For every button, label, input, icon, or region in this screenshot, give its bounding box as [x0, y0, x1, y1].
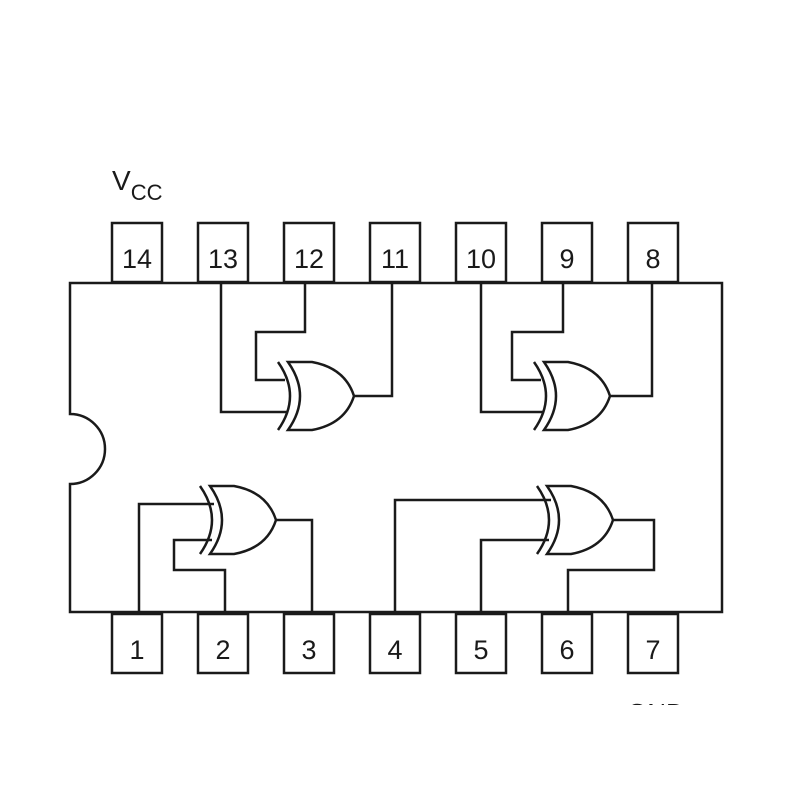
pin-12: 12: [282, 221, 336, 284]
pin-label: 14: [122, 244, 152, 274]
xor-gate-b: [479, 283, 654, 432]
vcc-label: VCC: [112, 165, 163, 205]
pin-label: 6: [559, 635, 574, 665]
vcc-main: V: [112, 165, 131, 196]
wire-pin11: [354, 283, 394, 398]
wire-pin10: [479, 283, 544, 414]
pin-label: 11: [381, 244, 409, 274]
wire-pin12: [254, 283, 307, 382]
pin-label: 2: [215, 635, 230, 665]
wire-pin3: [276, 518, 314, 612]
wire-pin6: [566, 518, 656, 612]
chip-body: [68, 281, 724, 614]
xor-gate-input-arc: [198, 485, 214, 555]
pin-14: 14: [110, 221, 164, 284]
xor-gate-input-arc: [535, 485, 551, 555]
pin-label: 4: [387, 635, 402, 665]
pin-9: 9: [540, 221, 594, 284]
pin-3: 3: [282, 612, 336, 675]
bottom-pin-row: 1 2 3 4 5 6 7: [110, 612, 680, 675]
xor-gate-body: [544, 484, 615, 556]
bottom-crop-mask: [0, 705, 800, 800]
pin-1: 1: [110, 612, 164, 675]
xor-gate-d: [393, 484, 656, 612]
wire-pin5: [479, 538, 549, 612]
pin-label: 8: [645, 244, 660, 274]
xor-gate-body: [541, 360, 612, 432]
xor-gate-input-arc: [276, 361, 292, 431]
pin-8: 8: [626, 221, 680, 284]
pin-11: 11: [368, 221, 422, 284]
pin-5: 5: [454, 612, 508, 675]
vcc-sub: CC: [131, 180, 163, 205]
xor-gate-input-arc: [532, 361, 548, 431]
pin-7: 7: [626, 612, 680, 675]
pin-13: 13: [196, 221, 250, 284]
pin-label: 13: [208, 244, 238, 274]
pin-10: 10: [454, 221, 508, 284]
xor-gate-body: [207, 484, 278, 556]
pin-4: 4: [368, 612, 422, 675]
pin-label: 12: [294, 244, 324, 274]
xor-gate-body: [285, 360, 356, 432]
pin-label: 10: [466, 244, 496, 274]
wire-pin4: [393, 498, 551, 612]
top-pin-row: 14 13 12 11 10 9 8: [110, 221, 680, 284]
pin-label: 9: [559, 244, 574, 274]
pin-label: 7: [645, 635, 660, 665]
wire-pin1: [137, 502, 214, 612]
xor-gate-a: [219, 283, 394, 432]
pin-2: 2: [196, 612, 250, 675]
pin-label: 5: [473, 635, 488, 665]
wire-pin2: [172, 538, 227, 612]
wire-pin8: [610, 283, 654, 398]
xor-gate-c: [137, 484, 314, 612]
pin-label: 1: [129, 635, 144, 665]
wire-pin9: [510, 283, 565, 382]
wire-pin13: [219, 283, 288, 414]
pin-6: 6: [540, 612, 594, 675]
pin-label: 3: [301, 635, 316, 665]
